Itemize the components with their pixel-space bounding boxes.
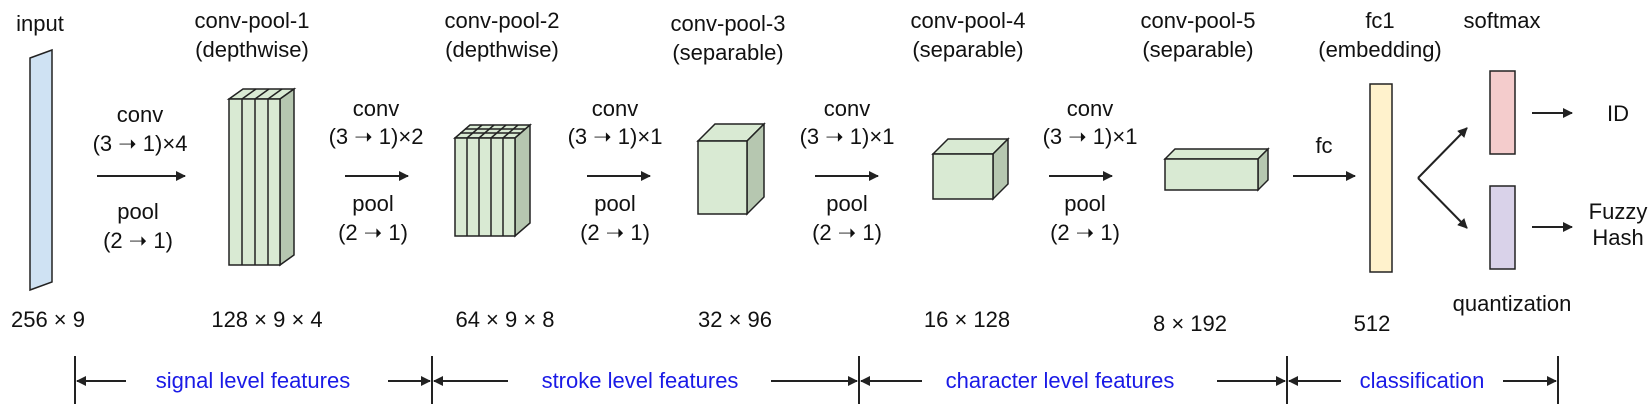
quantization-bar — [1489, 185, 1516, 270]
input-dims: 256 × 9 — [10, 307, 86, 332]
input-layer-shape — [29, 48, 53, 292]
conv-pool-3-title: conv-pool-3 — [670, 11, 786, 36]
conv-pool-1-subtitle: (depthwise) — [195, 37, 309, 62]
op-5-pool-factor: (2 ➝ 1) — [1050, 220, 1120, 245]
op-2-pool-factor: (2 ➝ 1) — [338, 220, 408, 245]
conv-pool-3-block — [696, 122, 766, 216]
conv-pool-2-title: conv-pool-2 — [444, 8, 560, 33]
conv-pool-5-block — [1163, 147, 1270, 192]
conv-pool-2-subtitle: (depthwise) — [445, 37, 559, 62]
op-4-conv: conv — [823, 96, 871, 121]
conv-pool-3-subtitle: (separable) — [672, 40, 784, 65]
fc1-dims: 512 — [1353, 311, 1391, 336]
conv-pool-1-block — [226, 87, 297, 267]
to-quantization-arrow — [1417, 177, 1468, 229]
group-stroke-level: stroke level features — [541, 368, 739, 393]
conv-pool-5-dims: 8 × 192 — [1152, 311, 1228, 336]
group-brackets — [74, 356, 1559, 404]
group-classification: classification — [1359, 368, 1485, 393]
op-4-pool: pool — [826, 191, 868, 216]
conv-pool-5-title: conv-pool-5 — [1140, 8, 1256, 33]
conv-pool-1-dims: 128 × 9 × 4 — [211, 307, 323, 332]
fc1-subtitle: (embedding) — [1318, 37, 1442, 62]
op-3-conv-factor: (3 ➝ 1)×1 — [567, 124, 663, 149]
op-2-pool: pool — [352, 191, 394, 216]
hash-output-line-2: Hash — [1592, 225, 1644, 250]
softmax-label: softmax — [1463, 8, 1541, 33]
op-3-pool-factor: (2 ➝ 1) — [580, 220, 650, 245]
input-title: input — [16, 11, 64, 36]
op-4-conv-factor: (3 ➝ 1)×1 — [799, 124, 895, 149]
op-2-conv: conv — [352, 96, 400, 121]
conv-pool-5-subtitle: (separable) — [1142, 37, 1254, 62]
op-5-pool: pool — [1064, 191, 1106, 216]
op-3-pool: pool — [594, 191, 636, 216]
op-5-conv-factor: (3 ➝ 1)×1 — [1042, 124, 1138, 149]
fc1-title: fc1 — [1365, 8, 1395, 33]
to-softmax-arrow — [1417, 127, 1468, 179]
group-character-level: character level features — [945, 368, 1175, 393]
id-output-label: ID — [1607, 101, 1629, 126]
conv-pool-2-dims: 64 × 9 × 8 — [455, 307, 555, 332]
op-3-conv: conv — [591, 96, 639, 121]
op-1-pool-factor: (2 ➝ 1) — [103, 228, 173, 253]
conv-pool-3-dims: 32 × 96 — [697, 307, 773, 332]
quantization-label: quantization — [1452, 291, 1572, 316]
op-1-pool: pool — [117, 199, 159, 224]
conv-pool-4-subtitle: (separable) — [912, 37, 1024, 62]
group-signal-level: signal level features — [155, 368, 351, 393]
conv-pool-1-title: conv-pool-1 — [194, 8, 310, 33]
op-1-conv: conv — [116, 102, 164, 127]
conv-pool-4-block — [931, 137, 1010, 201]
conv-pool-2-block — [452, 123, 533, 238]
conv-pool-4-dims: 16 × 128 — [923, 307, 1011, 332]
op-5-conv: conv — [1066, 96, 1114, 121]
op-4-pool-factor: (2 ➝ 1) — [812, 220, 882, 245]
fc-op-label: fc — [1315, 133, 1333, 158]
softmax-bar — [1489, 70, 1516, 155]
op-1-conv-factor: (3 ➝ 1)×4 — [92, 131, 188, 156]
conv-pool-4-title: conv-pool-4 — [910, 8, 1026, 33]
op-2-conv-factor: (3 ➝ 1)×2 — [328, 124, 424, 149]
fc1-embedding-bar — [1369, 83, 1393, 273]
hash-output-line-1: Fuzzy — [1588, 199, 1648, 224]
